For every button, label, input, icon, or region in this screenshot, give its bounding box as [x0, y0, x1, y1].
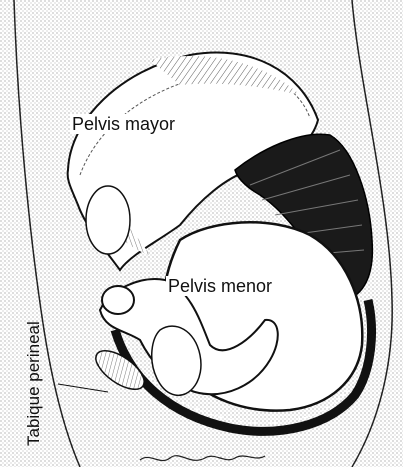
label-pelvis-mayor: Pelvis mayor [70, 114, 177, 134]
label-tabique-perineal: Tabique perineal [24, 319, 43, 448]
label-pelvis-menor: Pelvis menor [166, 276, 274, 296]
